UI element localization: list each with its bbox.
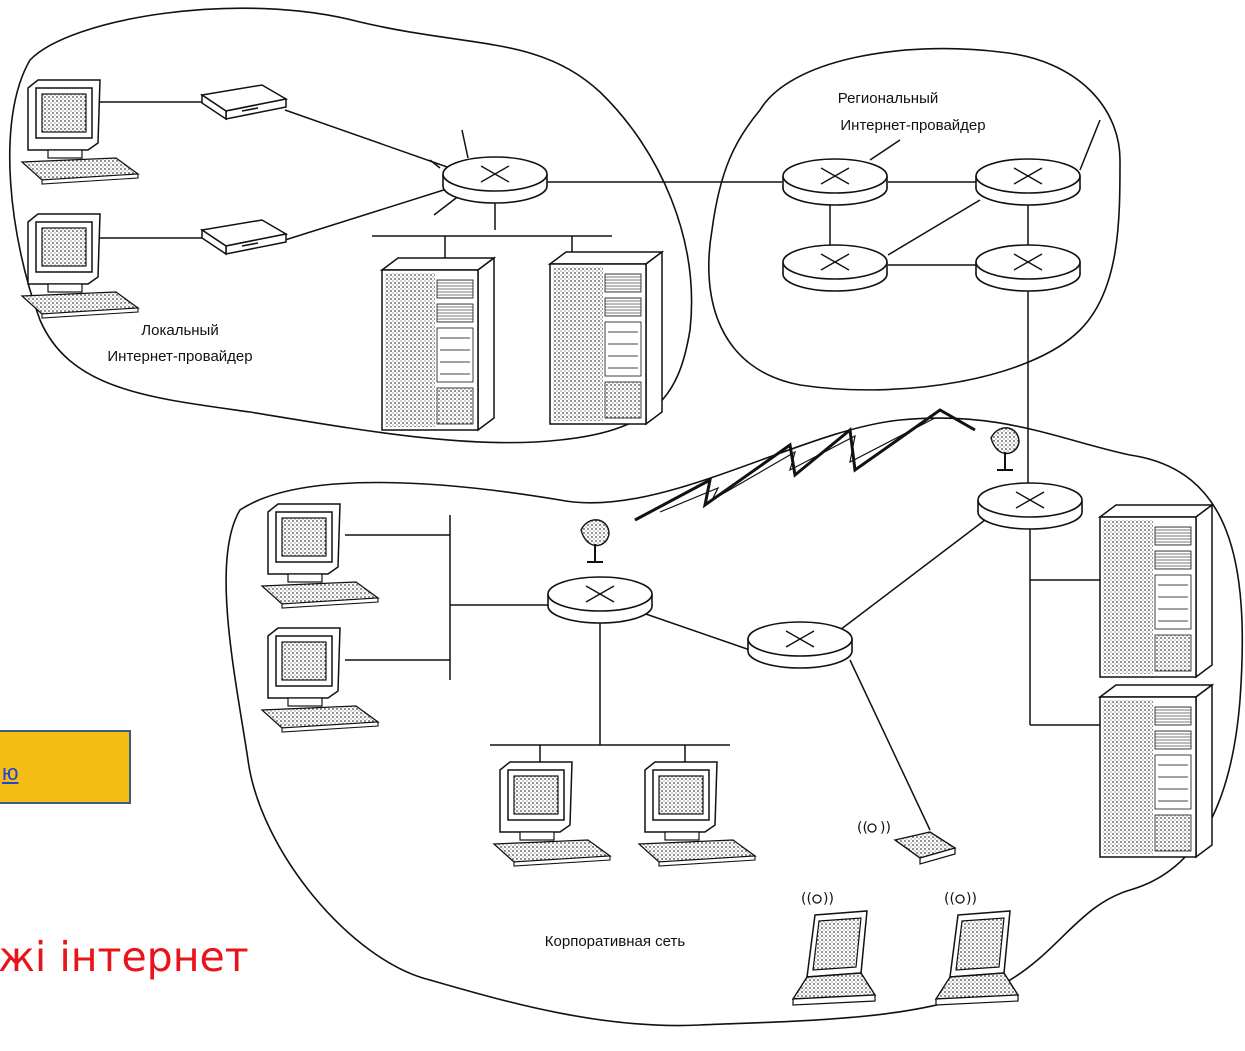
menu-button[interactable]: ю: [0, 730, 131, 804]
server-icon: [1099, 684, 1213, 858]
svg-text:((: ((: [857, 820, 868, 836]
regional-isp-label-line2: Интернет-провайдер: [840, 117, 985, 134]
satellite-dish-icon: [580, 518, 610, 563]
local-isp-label-line2: Интернет-провайдер: [107, 348, 252, 365]
router-icon: [782, 244, 888, 292]
satellite-dish-icon: [990, 426, 1020, 471]
local-isp-label-line1: Локальный: [141, 322, 218, 339]
laptop-icon: [792, 890, 876, 1006]
server-icon: [549, 251, 663, 425]
router-icon: [547, 576, 653, 624]
server-icon: [1099, 504, 1213, 678]
modem-icon: [201, 84, 287, 120]
wireless-access-point-icon: (( )): [857, 820, 957, 865]
pc-icon: [261, 627, 379, 733]
router-icon: [747, 621, 853, 669]
router-icon: [975, 158, 1081, 206]
menu-button-link[interactable]: ю: [2, 760, 19, 785]
svg-text:)): )): [880, 820, 891, 836]
router-icon: [442, 156, 548, 204]
satellite-link: [634, 408, 976, 522]
regional-isp-label-line1: Региональный: [838, 90, 939, 107]
slide-caption: жі інтернет: [0, 933, 249, 981]
pc-icon: [638, 761, 756, 867]
pc-icon: [21, 79, 139, 185]
laptop-icon: [935, 890, 1019, 1006]
router-icon: [977, 482, 1083, 530]
pc-icon: [21, 213, 139, 319]
corporate-network-label: Корпоративная сеть: [545, 933, 686, 950]
router-icon: [782, 158, 888, 206]
server-icon: [381, 257, 495, 431]
pc-icon: [493, 761, 611, 867]
router-icon: [975, 244, 1081, 292]
corporate-cloud: [225, 417, 1244, 1027]
pc-icon: [261, 503, 379, 609]
regional-isp-cloud: [708, 47, 1121, 391]
modem-icon: [201, 219, 287, 255]
